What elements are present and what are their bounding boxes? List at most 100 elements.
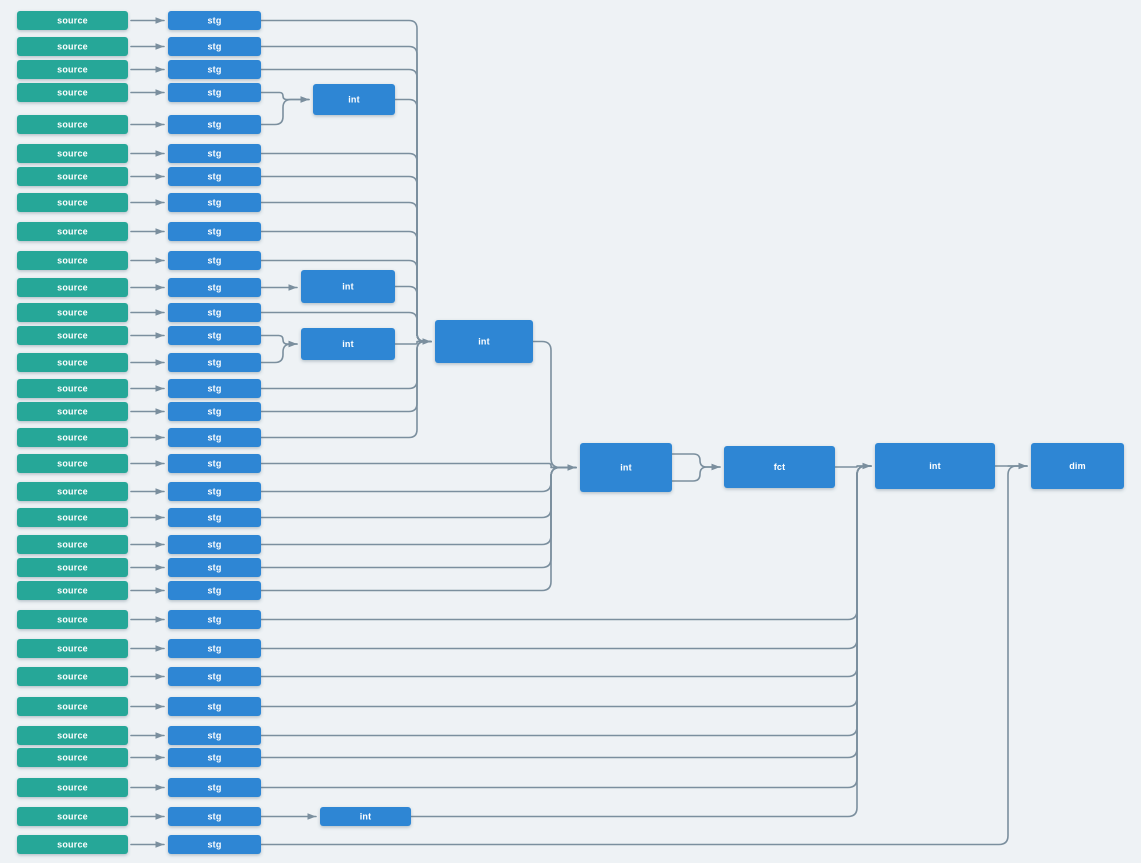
node-stg[interactable]: stg — [168, 193, 261, 212]
node-source[interactable]: source — [17, 454, 128, 473]
node-stg[interactable]: stg — [168, 37, 261, 56]
node-stg-rect[interactable] — [168, 11, 261, 30]
node-source-rect[interactable] — [17, 353, 128, 372]
node-stg[interactable]: stg — [168, 535, 261, 554]
node-stg-rect[interactable] — [168, 748, 261, 767]
node-stg[interactable]: stg — [168, 581, 261, 600]
node-dim[interactable]: dim — [1031, 443, 1124, 489]
node-source-rect[interactable] — [17, 639, 128, 658]
node-int[interactable]: int — [301, 328, 395, 360]
node-stg[interactable]: stg — [168, 11, 261, 30]
node-stg[interactable]: stg — [168, 60, 261, 79]
node-source[interactable]: source — [17, 835, 128, 854]
node-stg[interactable]: stg — [168, 144, 261, 163]
node-source-rect[interactable] — [17, 610, 128, 629]
node-source-rect[interactable] — [17, 11, 128, 30]
node-source[interactable]: source — [17, 535, 128, 554]
node-stg[interactable]: stg — [168, 115, 261, 134]
node-source-rect[interactable] — [17, 193, 128, 212]
node-stg-rect[interactable] — [168, 303, 261, 322]
node-stg[interactable]: stg — [168, 508, 261, 527]
node-source-rect[interactable] — [17, 115, 128, 134]
node-source[interactable]: source — [17, 558, 128, 577]
node-int[interactable]: int — [875, 443, 995, 489]
node-stg-rect[interactable] — [168, 278, 261, 297]
node-stg-rect[interactable] — [168, 778, 261, 797]
node-source-rect[interactable] — [17, 251, 128, 270]
node-source-rect[interactable] — [17, 482, 128, 501]
node-stg[interactable]: stg — [168, 807, 261, 826]
node-stg[interactable]: stg — [168, 835, 261, 854]
node-source[interactable]: source — [17, 37, 128, 56]
node-stg-rect[interactable] — [168, 454, 261, 473]
node-source-rect[interactable] — [17, 144, 128, 163]
node-source-rect[interactable] — [17, 167, 128, 186]
node-stg-rect[interactable] — [168, 222, 261, 241]
node-source[interactable]: source — [17, 428, 128, 447]
node-stg[interactable]: stg — [168, 83, 261, 102]
node-stg-rect[interactable] — [168, 508, 261, 527]
node-stg[interactable]: stg — [168, 222, 261, 241]
node-int-rect[interactable] — [580, 443, 672, 492]
node-source-rect[interactable] — [17, 222, 128, 241]
node-stg-rect[interactable] — [168, 697, 261, 716]
node-stg-rect[interactable] — [168, 379, 261, 398]
node-stg[interactable]: stg — [168, 482, 261, 501]
node-source-rect[interactable] — [17, 581, 128, 600]
node-source-rect[interactable] — [17, 428, 128, 447]
node-stg[interactable]: stg — [168, 326, 261, 345]
node-source-rect[interactable] — [17, 303, 128, 322]
node-int-rect[interactable] — [301, 270, 395, 303]
node-stg-rect[interactable] — [168, 807, 261, 826]
node-stg-rect[interactable] — [168, 115, 261, 134]
node-int[interactable]: int — [320, 807, 411, 826]
node-source[interactable]: source — [17, 482, 128, 501]
node-stg-rect[interactable] — [168, 353, 261, 372]
node-stg-rect[interactable] — [168, 193, 261, 212]
node-source[interactable]: source — [17, 697, 128, 716]
node-source-rect[interactable] — [17, 83, 128, 102]
node-stg[interactable]: stg — [168, 402, 261, 421]
node-source-rect[interactable] — [17, 667, 128, 686]
node-fct-rect[interactable] — [724, 446, 835, 488]
node-source[interactable]: source — [17, 639, 128, 658]
node-stg[interactable]: stg — [168, 167, 261, 186]
node-stg[interactable]: stg — [168, 278, 261, 297]
node-int-rect[interactable] — [435, 320, 533, 363]
node-source-rect[interactable] — [17, 835, 128, 854]
node-source[interactable]: source — [17, 778, 128, 797]
node-stg-rect[interactable] — [168, 482, 261, 501]
node-stg[interactable]: stg — [168, 639, 261, 658]
node-int[interactable]: int — [313, 84, 395, 115]
node-stg[interactable]: stg — [168, 610, 261, 629]
node-stg[interactable]: stg — [168, 251, 261, 270]
node-stg[interactable]: stg — [168, 303, 261, 322]
node-source[interactable]: source — [17, 303, 128, 322]
node-source[interactable]: source — [17, 326, 128, 345]
node-int-rect[interactable] — [320, 807, 411, 826]
node-int-rect[interactable] — [301, 328, 395, 360]
node-stg[interactable]: stg — [168, 558, 261, 577]
node-stg[interactable]: stg — [168, 667, 261, 686]
node-source-rect[interactable] — [17, 37, 128, 56]
node-source[interactable]: source — [17, 726, 128, 745]
node-stg-rect[interactable] — [168, 37, 261, 56]
node-int-rect[interactable] — [875, 443, 995, 489]
node-source[interactable]: source — [17, 610, 128, 629]
node-source-rect[interactable] — [17, 454, 128, 473]
node-stg-rect[interactable] — [168, 402, 261, 421]
node-source[interactable]: source — [17, 667, 128, 686]
node-stg[interactable]: stg — [168, 726, 261, 745]
node-source[interactable]: source — [17, 353, 128, 372]
node-source-rect[interactable] — [17, 60, 128, 79]
node-source-rect[interactable] — [17, 278, 128, 297]
node-source[interactable]: source — [17, 278, 128, 297]
node-source-rect[interactable] — [17, 402, 128, 421]
node-source-rect[interactable] — [17, 697, 128, 716]
node-source[interactable]: source — [17, 11, 128, 30]
node-dim-rect[interactable] — [1031, 443, 1124, 489]
node-stg-rect[interactable] — [168, 326, 261, 345]
node-source-rect[interactable] — [17, 726, 128, 745]
node-source-rect[interactable] — [17, 748, 128, 767]
node-stg-rect[interactable] — [168, 251, 261, 270]
